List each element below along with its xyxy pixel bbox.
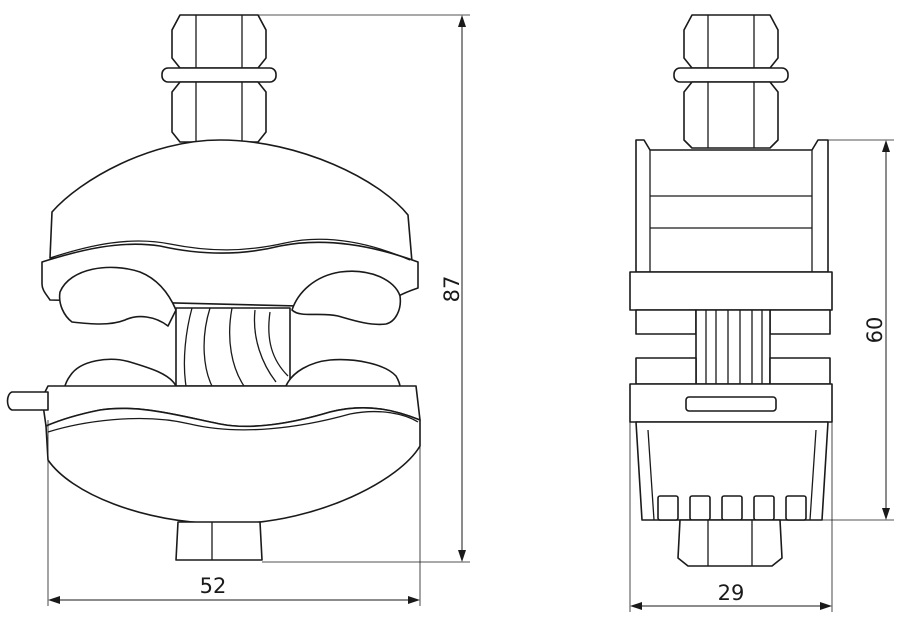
contact-blades bbox=[175, 307, 291, 387]
side-view: 60 29 bbox=[629, 14, 894, 612]
side-lower-hex-nut bbox=[683, 81, 779, 149]
height-label-60: 60 bbox=[863, 317, 887, 344]
bottom-nut bbox=[175, 521, 263, 561]
side-bottom-nut bbox=[677, 519, 783, 567]
lower-housing bbox=[41, 385, 421, 525]
upper-jaws bbox=[58, 266, 402, 327]
lower-hex-nut bbox=[171, 81, 267, 143]
width-label-52: 52 bbox=[200, 574, 227, 598]
side-upper-jaws bbox=[635, 309, 831, 335]
side-upper-body bbox=[635, 139, 829, 273]
washer bbox=[161, 67, 277, 83]
width-dimension: 52 bbox=[47, 420, 421, 606]
side-teeth bbox=[657, 495, 807, 521]
height-label-87: 87 bbox=[440, 276, 464, 303]
side-lower-band bbox=[629, 383, 833, 423]
height-dimension: 87 bbox=[258, 14, 470, 563]
side-washer bbox=[673, 67, 789, 83]
side-lower-jaws bbox=[635, 357, 831, 385]
width-label-29: 29 bbox=[718, 581, 745, 605]
side-width-dimension: 29 bbox=[629, 422, 833, 612]
side-height-dimension: 60 bbox=[818, 139, 894, 521]
side-upper-band bbox=[629, 271, 833, 311]
top-hex-nut bbox=[171, 14, 267, 69]
side-top-hex-nut bbox=[683, 14, 779, 69]
side-tab bbox=[6, 391, 49, 411]
side-blades bbox=[695, 309, 771, 385]
front-view: 87 52 bbox=[6, 14, 470, 606]
